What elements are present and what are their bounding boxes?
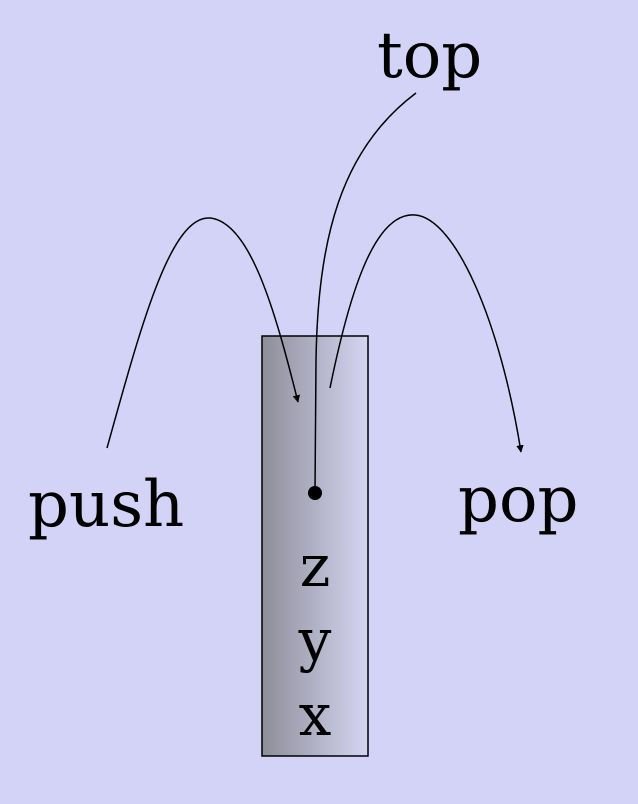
stack-item-y: y bbox=[298, 606, 332, 674]
top-label: top bbox=[377, 19, 482, 93]
top-pointer-line bbox=[314, 92, 417, 493]
top-pointer-dot bbox=[308, 486, 322, 500]
push-label: push bbox=[28, 468, 184, 542]
stack-item-x: x bbox=[299, 681, 332, 749]
push-arrow bbox=[106, 217, 301, 449]
pop-arrow bbox=[329, 214, 524, 453]
pop-label: pop bbox=[458, 463, 578, 537]
stack-item-z: z bbox=[300, 532, 331, 600]
